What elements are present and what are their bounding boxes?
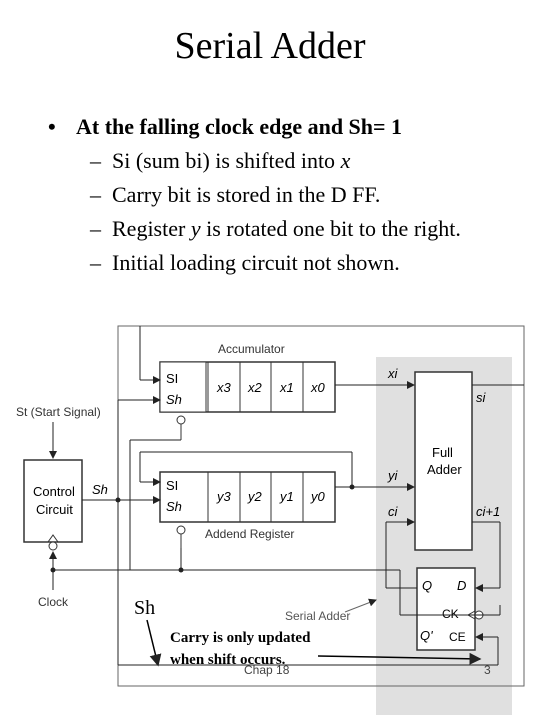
- dash-icon: –: [90, 148, 101, 173]
- sub-bullet-var: y: [190, 216, 201, 241]
- ci-label: ci: [388, 504, 399, 519]
- sub-bullet-3: –Register y is rotated one bit to the ri…: [48, 212, 461, 246]
- full-adder-label-2: Adder: [427, 462, 462, 477]
- bullet-dot-icon: •: [48, 114, 56, 139]
- add-cell-y0: y0: [310, 489, 326, 504]
- sub-bullet-4: –Initial loading circuit not shown.: [48, 246, 461, 280]
- dash-icon: –: [90, 182, 101, 207]
- control-clk-triangle: [47, 534, 59, 543]
- acc-sh-label: Sh: [166, 392, 182, 407]
- sub-bullet-text: Si (sum bi) is shifted into: [112, 148, 341, 173]
- acc-clock-bubble: [176, 415, 186, 425]
- footer-chapter: Chap 18: [244, 663, 290, 677]
- add-clock-bubble: [176, 525, 186, 535]
- acc-cell-x3: x3: [216, 380, 232, 395]
- add-cell-y2: y2: [247, 489, 263, 504]
- d-flipflop-box: [416, 567, 476, 651]
- acc-cell-x1: x1: [279, 380, 294, 395]
- sub-bullet-var: x: [340, 148, 351, 173]
- serial-adder-diagram: Accumulator SI Sh x3 x2 x1 x0 Addend Reg…: [16, 325, 525, 715]
- addend-label: Addend Register: [205, 527, 294, 541]
- add-cell-y1: y1: [279, 489, 294, 504]
- page-number: 3: [484, 663, 491, 677]
- add-sh-label: Sh: [166, 499, 182, 514]
- acc-cell-x0: x0: [310, 380, 326, 395]
- serial-adder-label: Serial Adder: [285, 609, 350, 623]
- control-label-1: Control: [33, 484, 75, 499]
- add-cell-y3: y3: [216, 489, 232, 504]
- bullet-list: •At the falling clock edge and Sh= 1 –Si…: [48, 110, 461, 280]
- start-signal-label: St (Start Signal): [16, 405, 101, 419]
- ff-ce-label: CE: [449, 630, 466, 644]
- dash-icon: –: [90, 216, 101, 241]
- clock-label: Clock: [38, 595, 69, 609]
- carry-note-arrow: [317, 652, 482, 665]
- sub-bullet-text: Register: [112, 216, 191, 241]
- si-out-label: si: [476, 390, 487, 405]
- sub-bullet-1: –Si (sum bi) is shifted into x: [48, 144, 461, 178]
- sub-bullet-text: Carry bit is stored in the D FF.: [112, 182, 381, 207]
- full-adder-box: [414, 371, 473, 551]
- accumulator-label: Accumulator: [218, 342, 285, 356]
- sub-bullet-text: Initial loading circuit not shown.: [112, 250, 400, 275]
- sh-callout-arrow: [146, 619, 162, 667]
- add-si-label: SI: [166, 478, 178, 493]
- dash-icon: –: [90, 250, 101, 275]
- ci1-label: ci+1: [476, 504, 500, 519]
- sh-out-label: Sh: [92, 482, 108, 497]
- control-clk-bubble: [48, 541, 58, 551]
- slide-title: Serial Adder: [174, 25, 366, 67]
- acc-cell-x2: x2: [247, 380, 263, 395]
- sh-callout-label: Sh: [134, 597, 155, 619]
- yi-label: yi: [387, 468, 399, 483]
- sub-bullet-text-after: is rotated one bit to the right.: [200, 216, 461, 241]
- ff-qprime-label: Q': [420, 628, 433, 643]
- control-circuit-box: [23, 459, 83, 543]
- carry-note-line-2: when shift occurs.: [170, 652, 286, 668]
- ff-d-label: D: [457, 578, 466, 593]
- bullet-main-text: At the falling clock edge and Sh= 1: [76, 114, 403, 139]
- bullet-main: • At the falling clock edge and Sh= 1: [48, 110, 461, 144]
- full-adder-label-1: Full: [432, 445, 453, 460]
- addend-register: SI Sh y3 y2 y1 y0: [159, 471, 336, 523]
- accumulator-register: SI Sh x3 x2 x1 x0: [159, 361, 336, 413]
- sub-bullet-2: –Carry bit is stored in the D FF.: [48, 178, 461, 212]
- xi-label: xi: [387, 366, 399, 381]
- ff-q-label: Q: [422, 578, 432, 593]
- carry-note-line-1: Carry is only updated: [170, 630, 311, 646]
- ff-ck-label: CK: [442, 607, 459, 621]
- control-label-2: Circuit: [36, 502, 73, 517]
- acc-si-label: SI: [166, 371, 178, 386]
